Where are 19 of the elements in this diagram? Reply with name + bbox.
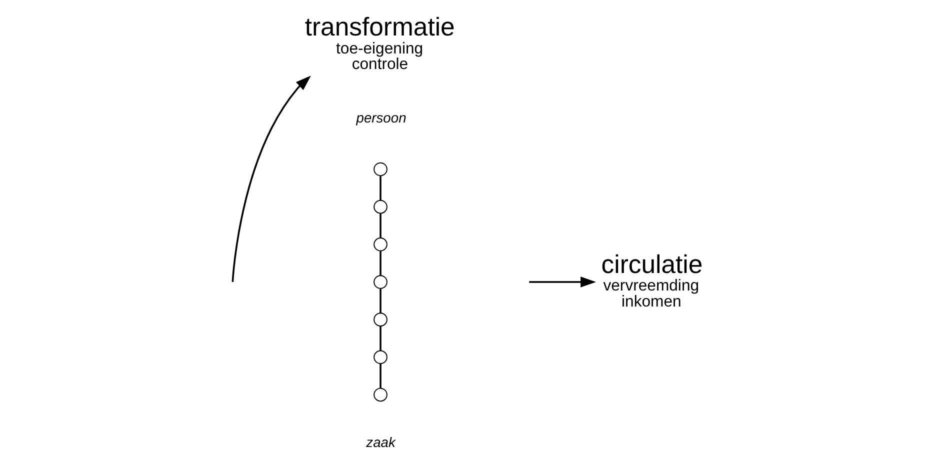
connector [380,251,382,276]
label: persoon [356,109,406,126]
node-text: circulatie vervreemding inkomen [601,250,703,311]
node-circle [374,238,388,252]
arrow [529,276,596,288]
connector [380,326,382,351]
node-circle [374,388,388,402]
node-circle [374,200,388,214]
node-text: transformatie toe-eigening controle [304,14,455,74]
connector [380,214,382,238]
connector [380,364,382,388]
connector [380,176,382,200]
node-circle [374,162,388,176]
connector [380,288,382,314]
node-circle [374,312,388,326]
node-circle [374,350,388,364]
arrow [232,76,311,282]
node-circle [374,275,388,289]
label: zaak [366,434,396,450]
